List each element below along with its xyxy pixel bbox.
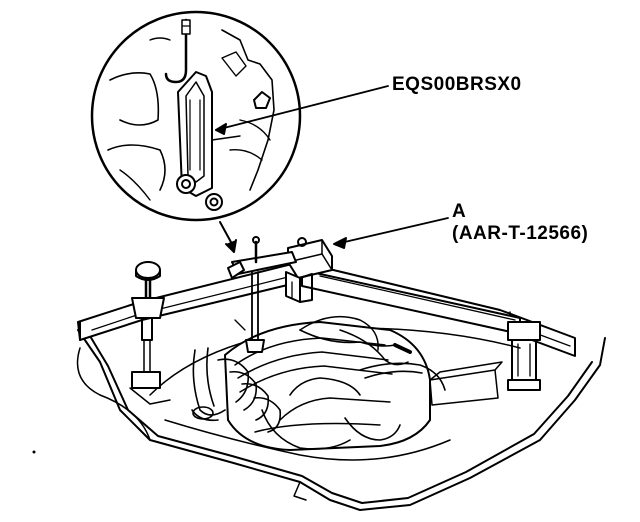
left-support-leg	[129, 261, 171, 405]
detail-magnifier	[90, 10, 302, 222]
tool-a-label: A (AAR-T-12566)	[452, 201, 588, 245]
right-support-leg	[507, 321, 541, 391]
tool-letter: A	[452, 201, 467, 222]
intake-manifold	[191, 347, 282, 433]
hoses-and-wiring	[234, 319, 446, 450]
detail-pointer-arrow	[219, 221, 237, 253]
tool-a-leader	[333, 217, 449, 249]
engine-bay-outline	[76, 329, 606, 511]
stray-dot	[32, 450, 36, 454]
tool-a-clamp	[285, 237, 333, 303]
tool-number: (AAR-T-12566)	[452, 222, 589, 244]
part-number-leader	[215, 85, 389, 135]
part-number-label: EQS00BRSX0	[392, 74, 522, 95]
tool-a-crossbar	[227, 236, 297, 353]
